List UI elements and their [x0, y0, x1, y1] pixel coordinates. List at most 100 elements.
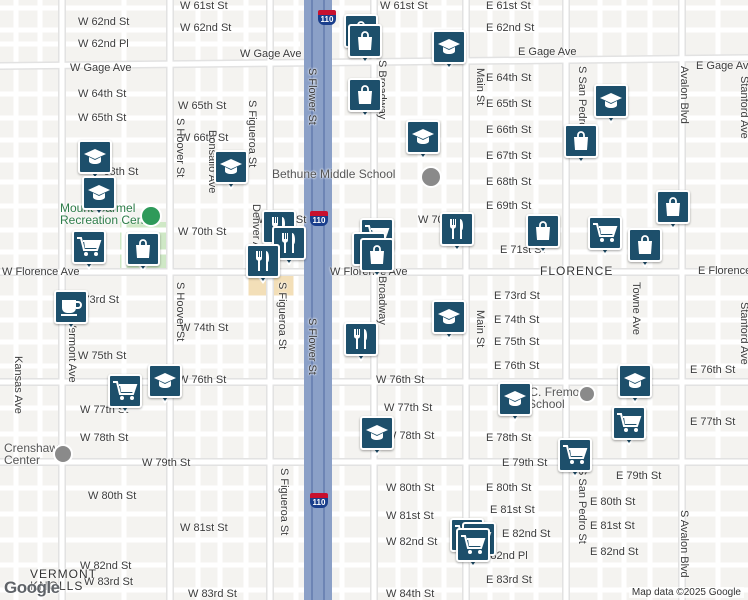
map-marker-shopping-cart[interactable]	[558, 438, 592, 482]
street-label: W 65th St	[78, 112, 127, 124]
street-label: E 66th St	[486, 124, 532, 136]
street-label: E 73rd St	[494, 290, 540, 302]
street-label: Towne Ave	[630, 282, 642, 336]
map-marker-school-cap[interactable]	[214, 150, 248, 194]
map-marker-shopping-cart[interactable]	[456, 528, 490, 572]
school-cap-icon	[78, 140, 112, 174]
map-marker-shopping-bag[interactable]	[628, 228, 662, 272]
interstate-110-shield: 110	[310, 493, 328, 509]
street-label: E 67th St	[486, 150, 532, 162]
map-marker-shopping-cart[interactable]	[612, 406, 646, 450]
map-marker-restaurant[interactable]	[344, 322, 378, 366]
map-marker-school-cap[interactable]	[498, 382, 532, 426]
map-marker-school-cap[interactable]	[82, 176, 116, 220]
map-marker-shopping-cart[interactable]	[108, 374, 142, 418]
street-label: Kansas Ave	[12, 356, 24, 414]
map-marker-school-cap[interactable]	[618, 364, 652, 408]
park-poi-icon[interactable]	[140, 205, 162, 227]
map-marker-school-cap[interactable]	[148, 364, 182, 408]
street-label: E 79th St	[502, 457, 548, 469]
map-marker-shopping-cart[interactable]	[72, 230, 106, 274]
street-label: E 75th St	[494, 336, 540, 348]
shopping-cart-icon	[558, 438, 592, 472]
street-label: E 68th St	[486, 176, 532, 188]
restaurant-icon	[440, 212, 474, 246]
street-label: W 65th St	[178, 100, 227, 112]
school-cap-icon	[594, 84, 628, 118]
restaurant-icon	[246, 244, 280, 278]
school-cap-icon	[360, 416, 394, 450]
coffee-icon	[54, 290, 88, 324]
map-marker-school-cap[interactable]	[432, 300, 466, 344]
street-label: W Florence Ave	[2, 266, 80, 278]
map-marker-coffee[interactable]	[54, 290, 88, 334]
street-label: W 84th St	[386, 588, 435, 600]
area-label: VERMONT KNOLLS	[30, 567, 97, 593]
shopping-bag-icon	[656, 190, 690, 224]
street-label: W 83rd St	[84, 576, 133, 588]
school-cap-icon	[498, 382, 532, 416]
street-label: Broadway	[376, 276, 388, 325]
map-marker-school-cap[interactable]	[360, 416, 394, 460]
street-label: FLORENCE	[540, 264, 614, 278]
shopping-bag-icon	[564, 124, 598, 158]
street-label: W 82nd St	[80, 560, 132, 572]
street-label: Main St	[474, 310, 486, 348]
street-label: W 82nd St	[386, 536, 438, 548]
map-marker-shopping-bag[interactable]	[526, 214, 560, 258]
map-marker-shopping-bag[interactable]	[126, 232, 160, 276]
shopping-cart-icon	[588, 216, 622, 250]
map-marker-restaurant[interactable]	[246, 244, 280, 288]
street-label: S Figueroa St	[278, 468, 290, 536]
school-cap-icon	[148, 364, 182, 398]
map-attribution[interactable]: Map data ©2025 Google	[628, 587, 744, 598]
place-label-park[interactable]: Mount Carmel Recreation Center	[60, 201, 158, 227]
map-marker-shopping-bag[interactable]	[360, 238, 394, 282]
street-label: E 80th St	[486, 482, 532, 494]
shopping-cart-icon	[72, 230, 106, 264]
street-label: E Gage Ave	[518, 46, 577, 58]
street-label: W 64th St	[78, 88, 127, 100]
street-label: E 79th St	[616, 470, 662, 482]
school-cap-icon	[406, 120, 440, 154]
map-marker-shopping-bag[interactable]	[348, 78, 382, 122]
map-marker-shopping-cart[interactable]	[588, 216, 622, 260]
street-label: E 78th St	[486, 432, 532, 444]
place-label-center[interactable]: Crenshaw Center	[4, 441, 59, 467]
google-logo[interactable]: Google	[4, 578, 60, 597]
shopping-bag-icon	[526, 214, 560, 248]
school-poi-icon[interactable]	[578, 385, 596, 403]
street-label: W 80th St	[386, 482, 435, 494]
street-label: E Florence	[698, 265, 748, 277]
interstate-110-shield: 110	[310, 211, 328, 227]
street-label: E 61st St	[486, 0, 531, 12]
street-label: W Gage Ave	[70, 62, 132, 74]
school-poi-icon[interactable]	[420, 166, 442, 188]
street-label: W 81st St	[180, 522, 228, 534]
street-label: W 78th St	[80, 432, 129, 444]
street-label: E 64th St	[486, 72, 532, 84]
map-marker-shopping-bag[interactable]	[656, 190, 690, 234]
street-label: S Hoover St	[174, 118, 186, 178]
map-marker-school-cap[interactable]	[78, 140, 112, 184]
map-marker-school-cap[interactable]	[406, 120, 440, 164]
street-label: Avalon Blvd	[678, 66, 690, 124]
street-label: E 83rd St	[486, 574, 532, 586]
shopping-bag-icon	[628, 228, 662, 262]
map-marker-shopping-bag[interactable]	[564, 124, 598, 168]
street-label: E Gage Ave	[696, 60, 748, 72]
map-marker-school-cap[interactable]	[432, 30, 466, 74]
street-label: E 82nd St	[502, 528, 551, 540]
map-marker-restaurant[interactable]	[440, 212, 474, 256]
building-poi-icon[interactable]	[53, 444, 73, 464]
map-marker-school-cap[interactable]	[594, 84, 628, 128]
shopping-bag-icon	[348, 78, 382, 112]
street-label: S Avalon Blvd	[678, 510, 690, 578]
map-marker-shopping-bag[interactable]	[348, 24, 382, 68]
street-label: W 62nd St	[78, 16, 130, 28]
interstate-110-shield: 110	[318, 10, 336, 26]
street-label: E 74th St	[494, 314, 540, 326]
place-label-school[interactable]: Bethune Middle School	[272, 167, 396, 181]
street-label: E 76th St	[494, 360, 540, 372]
